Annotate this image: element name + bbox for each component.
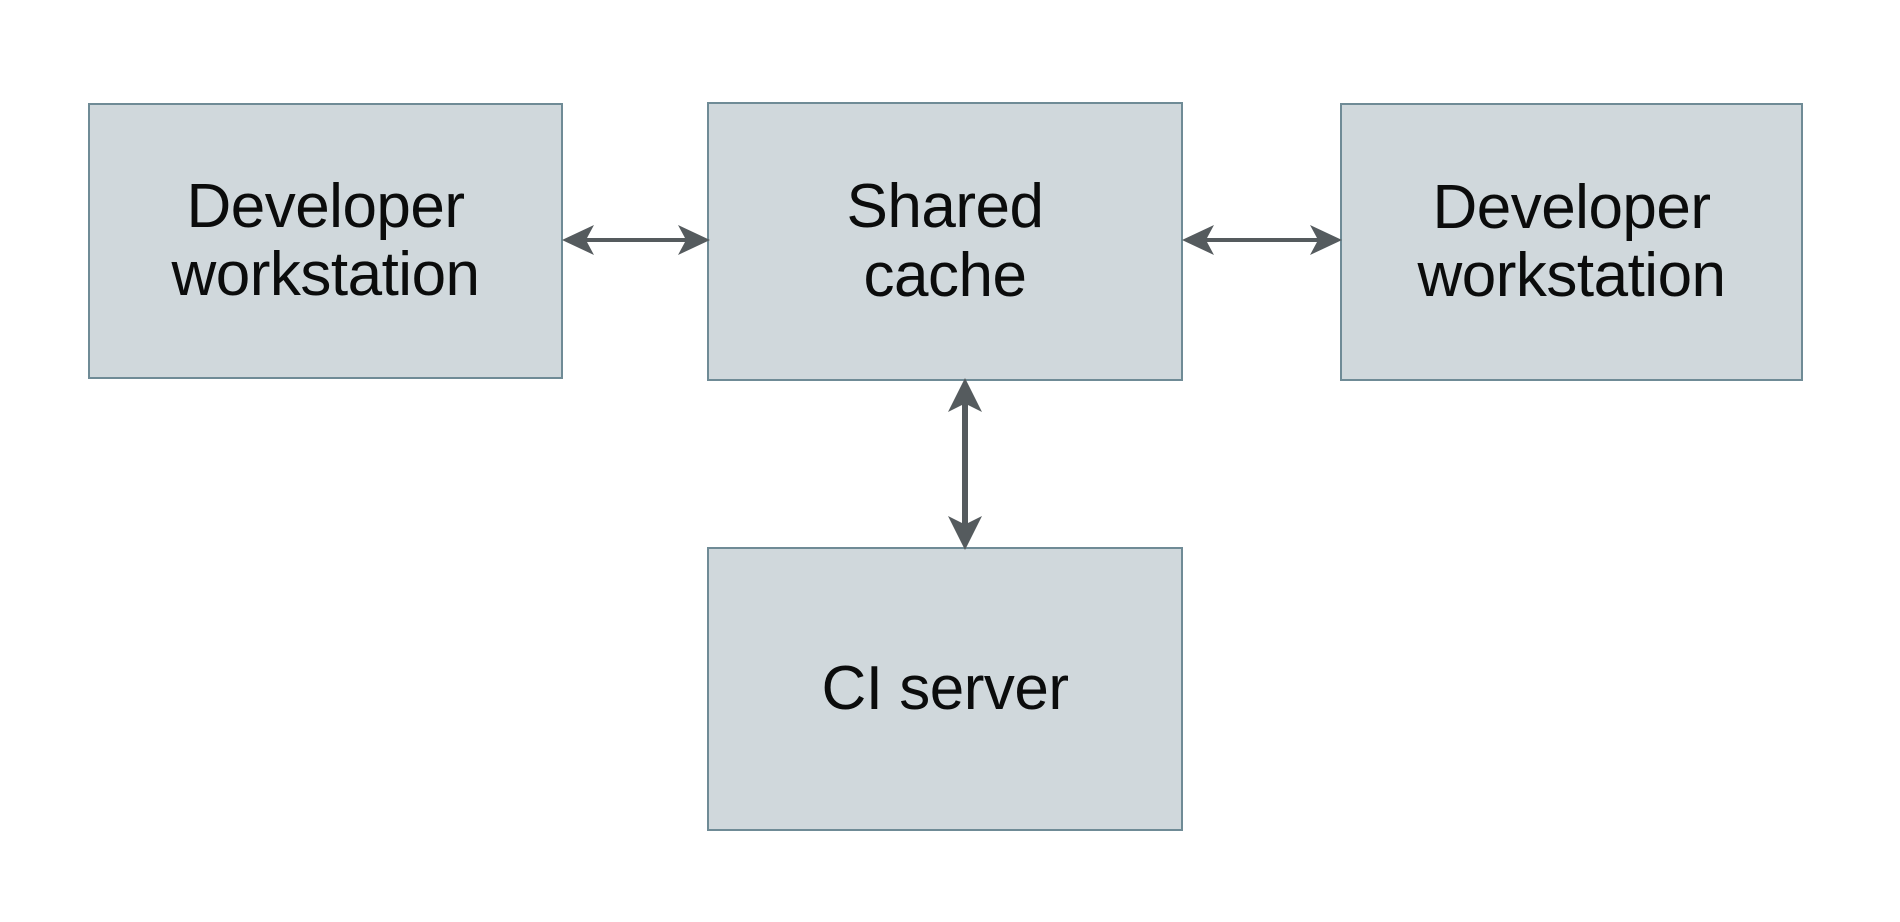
edge-developer-left-to-shared-cache[interactable] bbox=[560, 205, 712, 275]
node-label: Developer workstation bbox=[1417, 172, 1726, 310]
edge-shared-cache-to-ci-server[interactable] bbox=[930, 376, 1000, 552]
node-developer-workstation-right[interactable]: Developer workstation bbox=[1340, 103, 1803, 381]
double-arrow-horizontal-icon bbox=[1182, 225, 1342, 255]
double-arrow-horizontal-icon bbox=[562, 225, 710, 255]
node-shared-cache[interactable]: Shared cache bbox=[707, 102, 1183, 381]
node-developer-workstation-left[interactable]: Developer workstation bbox=[88, 103, 563, 379]
node-ci-server[interactable]: CI server bbox=[707, 547, 1183, 831]
node-label: Shared cache bbox=[846, 172, 1044, 310]
node-label: CI server bbox=[821, 653, 1069, 723]
node-label: Developer workstation bbox=[171, 171, 480, 309]
edge-shared-cache-to-developer-right[interactable] bbox=[1180, 205, 1344, 275]
double-arrow-vertical-icon bbox=[948, 378, 982, 550]
